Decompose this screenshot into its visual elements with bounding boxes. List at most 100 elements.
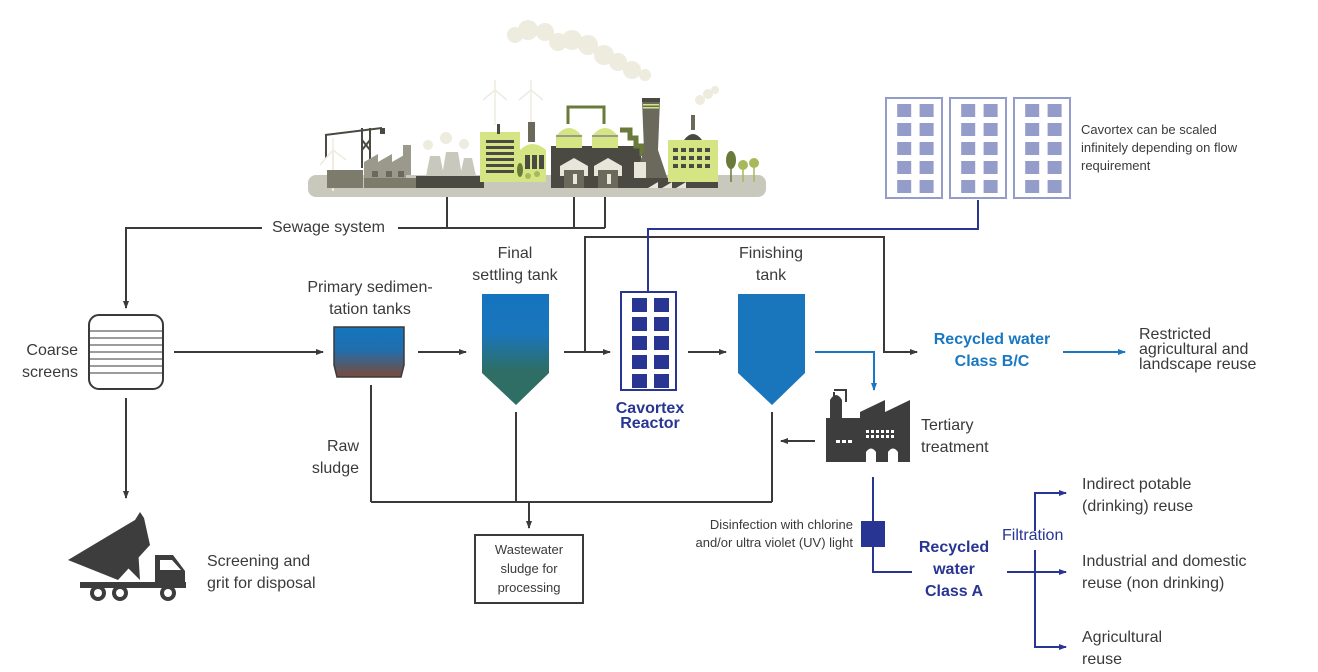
label-line: Coarse xyxy=(26,342,78,359)
restricted-reuse-label: Restricted agricultural and landscape re… xyxy=(1139,326,1257,373)
module-cell xyxy=(1025,142,1040,155)
scaled-module xyxy=(1013,97,1071,199)
label-line: Class B/C xyxy=(954,353,1030,370)
label-line: sludge for xyxy=(500,561,558,576)
label-line: tation tanks xyxy=(329,301,411,318)
final-settling-label: Final settling tank xyxy=(455,243,575,287)
label-line: Disinfection with chlorine xyxy=(709,517,853,532)
module-cell xyxy=(919,142,934,155)
label-line: grit for disposal xyxy=(207,575,316,592)
module-cell xyxy=(919,123,934,136)
label-line: processing xyxy=(497,580,561,595)
label-line: Cavortex can be scaled xyxy=(1081,122,1217,137)
cavortex-reactor-label: Cavortex Reactor xyxy=(590,401,710,432)
module-cell xyxy=(919,104,934,117)
module-cell xyxy=(1047,180,1062,193)
module-cell xyxy=(919,161,934,174)
module-cell xyxy=(983,123,998,136)
recycled-flow-lines xyxy=(815,349,1126,391)
label-line: infinitely depending on flow xyxy=(1081,140,1238,155)
module-cell xyxy=(1025,161,1040,174)
screening-grit-label: Screening and grit for disposal xyxy=(207,551,316,595)
module-cell xyxy=(632,298,647,312)
label-line: sludge xyxy=(311,460,359,477)
module-cell xyxy=(1025,123,1040,136)
agricultural-reuse-label: Agricultural reuse xyxy=(1082,627,1162,671)
module-cell xyxy=(632,374,647,388)
label-line: Industrial and domestic xyxy=(1082,553,1247,570)
label-line: water xyxy=(933,561,975,578)
module-cell xyxy=(897,161,912,174)
label-line: Indirect potable xyxy=(1082,476,1192,493)
module-cell xyxy=(961,123,976,136)
recycled-water-a-label: Recycled water Class A xyxy=(904,537,1004,603)
primary-sedimentation-tank-icon xyxy=(333,326,405,378)
module-cell xyxy=(983,104,998,117)
cavortex-reactor-icon xyxy=(620,291,677,391)
module-cell xyxy=(1047,142,1062,155)
label-line: Raw xyxy=(326,438,359,455)
module-cell xyxy=(961,161,976,174)
dump-truck-icon xyxy=(68,512,186,601)
city-skyline-icon xyxy=(308,20,766,197)
label-line: Recycled xyxy=(918,539,990,556)
finishing-tank-icon xyxy=(738,294,805,405)
label-line: Reactor xyxy=(620,415,680,432)
module-cell xyxy=(961,104,976,117)
module-cell xyxy=(632,336,647,350)
module-cell xyxy=(983,180,998,193)
indirect-potable-label: Indirect potable (drinking) reuse xyxy=(1082,474,1193,518)
label-line: Recycled water xyxy=(933,331,1051,348)
module-cell xyxy=(1025,104,1040,117)
module-cell xyxy=(897,180,912,193)
module-cell xyxy=(961,142,976,155)
label-line: screens xyxy=(21,364,78,381)
flow-lines xyxy=(123,197,918,529)
label-line: Class A xyxy=(924,583,984,600)
label-line: Wastewater xyxy=(494,542,564,557)
coarse-screen-icon xyxy=(88,314,164,390)
industrial-domestic-label: Industrial and domestic reuse (non drink… xyxy=(1082,551,1247,595)
recycled-water-bc-label: Recycled water Class B/C xyxy=(922,329,1062,373)
disinfection-label: Disinfection with chlorine and/or ultra … xyxy=(640,516,853,552)
wastewater-sludge-box: Wastewater sludge for processing xyxy=(474,534,584,604)
tertiary-treatment-label: Tertiary treatment xyxy=(921,415,989,459)
module-cell xyxy=(919,180,934,193)
filtration-label: Filtration xyxy=(1002,527,1064,544)
factory-icon xyxy=(826,389,910,462)
finishing-tank-label: Finishing tank xyxy=(716,243,826,287)
label-line: requirement xyxy=(1081,158,1151,173)
cavortex-scaled-modules-icon xyxy=(885,97,1071,199)
label-line: settling tank xyxy=(472,267,558,284)
label-line: (drinking) reuse xyxy=(1082,498,1194,515)
module-cell xyxy=(632,355,647,369)
raw-sludge-label: Raw sludge xyxy=(290,436,359,480)
module-cell xyxy=(654,336,669,350)
label-line: Tertiary xyxy=(921,417,974,434)
label-line: agricultural and xyxy=(1139,341,1249,358)
label-line: Restricted xyxy=(1139,326,1212,343)
disinfection-unit-icon xyxy=(861,521,885,547)
module-cell xyxy=(654,355,669,369)
primary-sedimentation-label: Primary sedimen- tation tanks xyxy=(295,277,445,321)
module-cell xyxy=(897,142,912,155)
module-cell xyxy=(654,374,669,388)
module-cell xyxy=(961,180,976,193)
cavortex-scaling-note: Cavortex can be scaled infinitely depend… xyxy=(1081,121,1237,175)
label-line: landscape reuse xyxy=(1139,356,1257,373)
sewage-system-label: Sewage system xyxy=(272,219,385,236)
label-line: treatment xyxy=(921,439,989,456)
label-line: and/or ultra violet (UV) light xyxy=(695,535,853,550)
label-line: Finishing xyxy=(738,245,804,262)
coarse-screens-label: Coarse screens xyxy=(20,340,78,384)
module-cell xyxy=(654,317,669,331)
label-line: Agricultural xyxy=(1082,629,1163,646)
module-cell xyxy=(654,298,669,312)
class-a-flow-lines xyxy=(647,200,1067,650)
label-line: Screening and xyxy=(207,553,311,570)
module-cell xyxy=(897,104,912,117)
label-line: Final xyxy=(497,245,533,262)
scaled-module xyxy=(949,97,1007,199)
label-line: reuse xyxy=(1082,651,1123,668)
